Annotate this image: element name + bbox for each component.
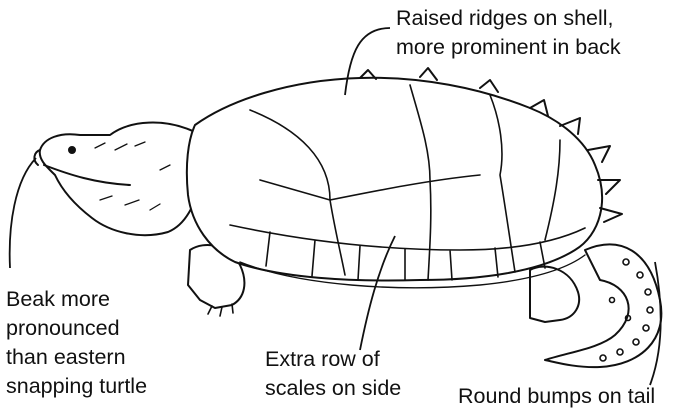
annotation-tail-bumps: Round bumps on tail — [458, 382, 655, 411]
annotation-shell-ridges: Raised ridges on shell, more prominent i… — [396, 4, 621, 62]
annotation-beak: Beak more pronounced than eastern snappi… — [6, 285, 147, 401]
annotation-side-scales: Extra row of scales on side — [265, 345, 401, 403]
head — [40, 123, 204, 236]
eye — [69, 147, 75, 153]
shell — [187, 78, 602, 281]
leader-beak — [10, 158, 36, 268]
